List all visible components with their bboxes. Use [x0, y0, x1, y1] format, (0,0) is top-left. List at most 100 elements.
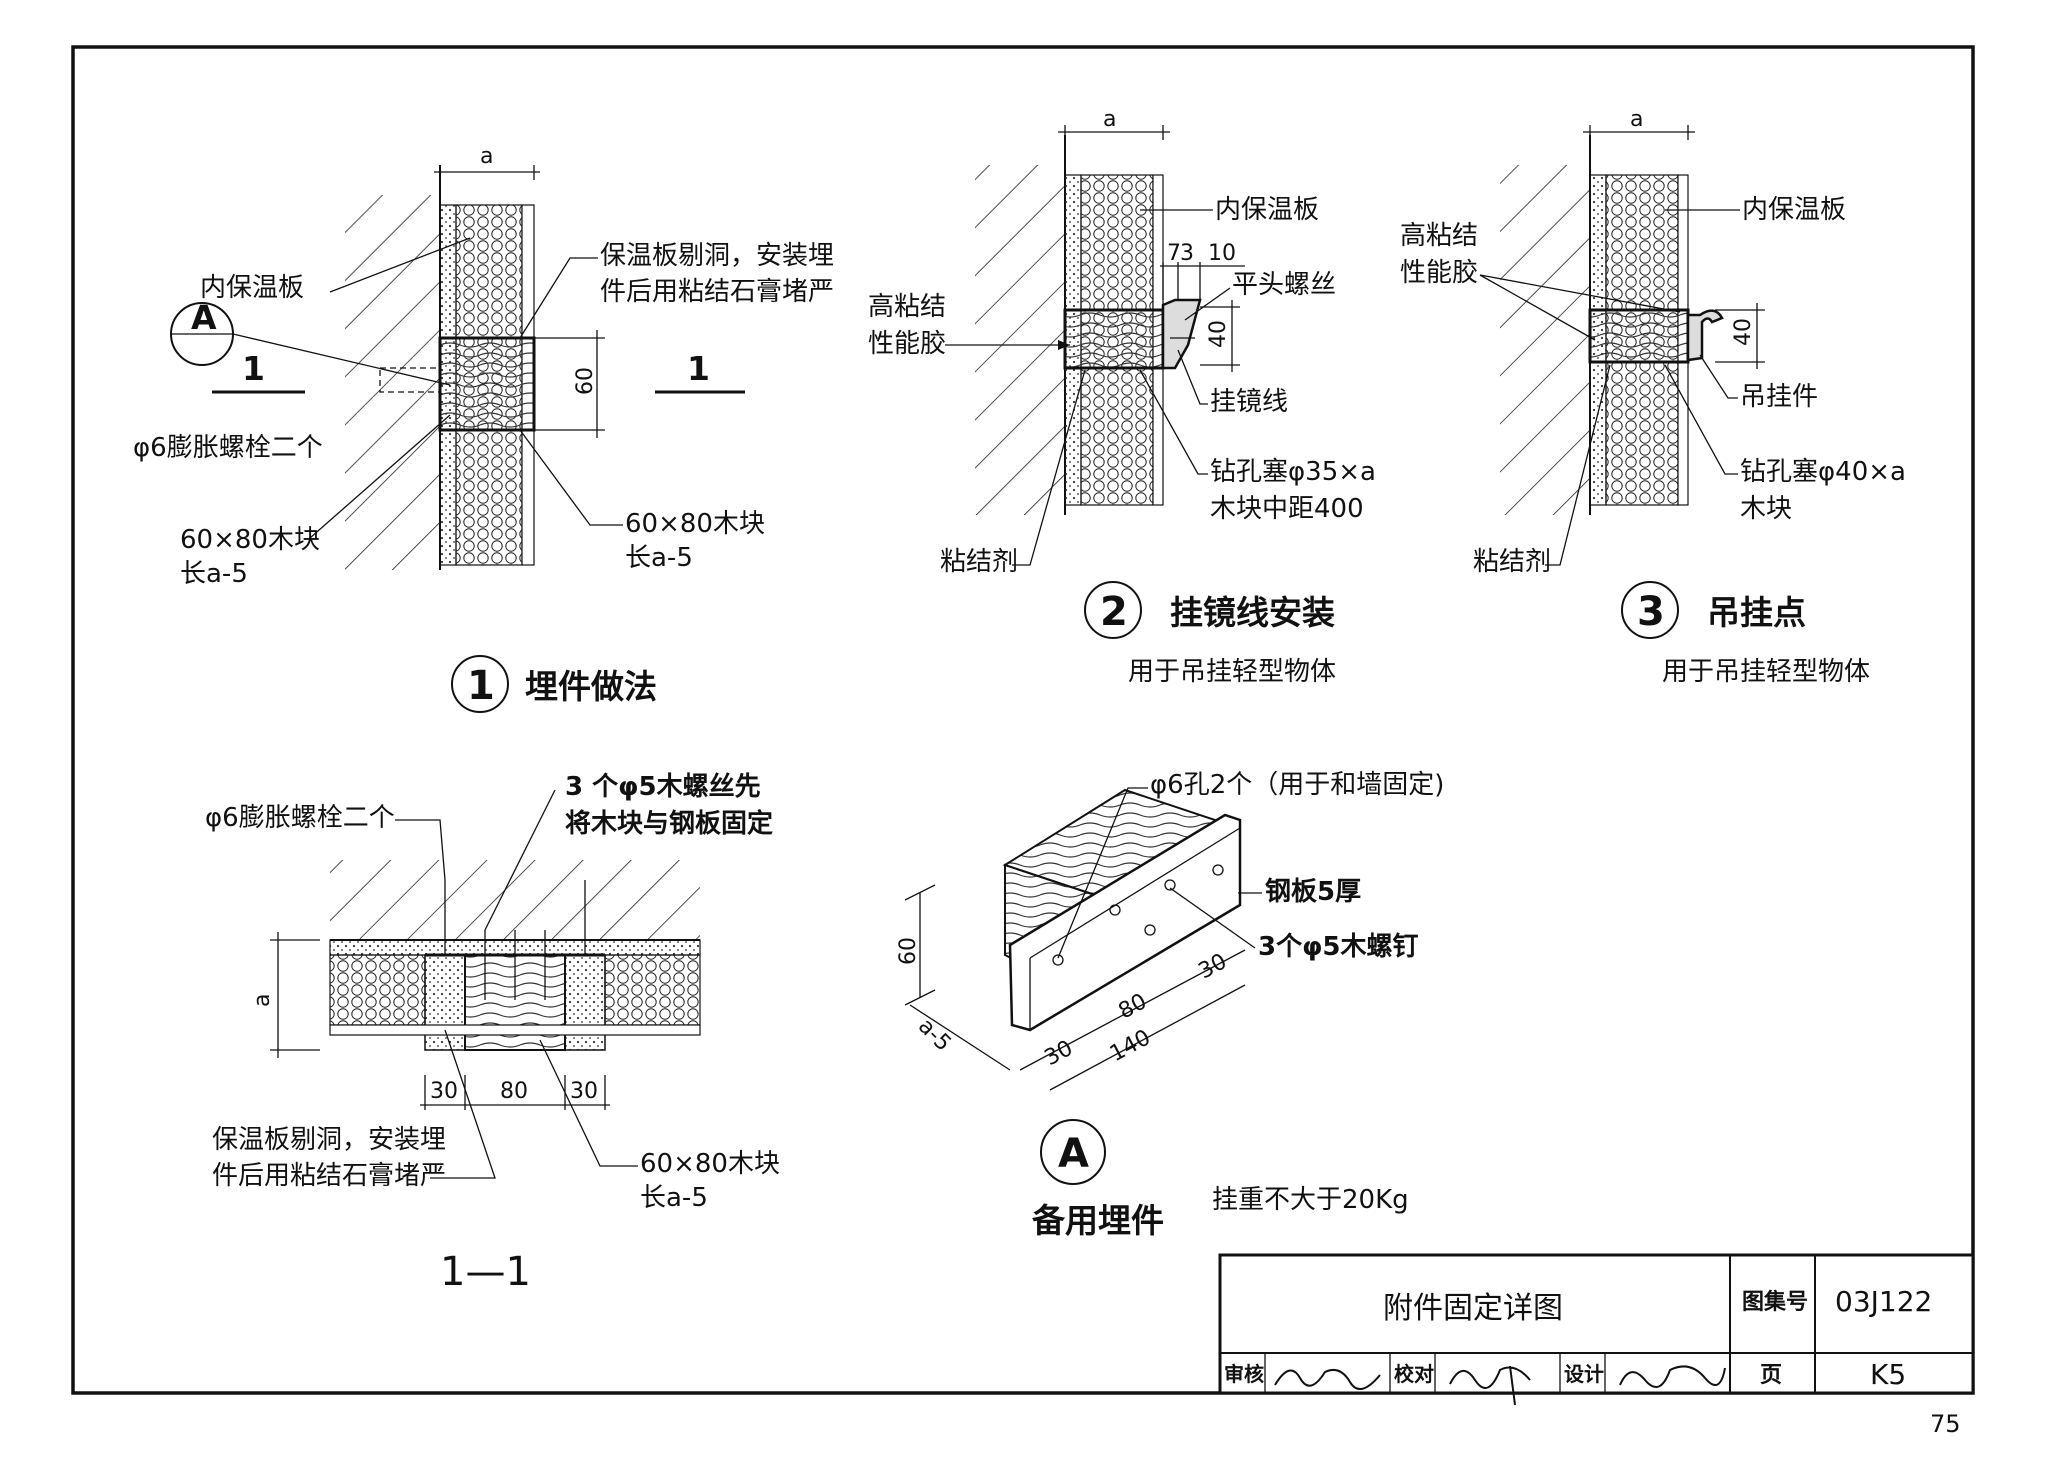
detail-2-mirror-line-label: 挂镜线 — [1210, 387, 1288, 417]
detail-1-section-mark-left: 1 — [242, 349, 265, 388]
detail-2-screw-label: 平头螺丝 — [1232, 270, 1336, 300]
section-insulation-right — [604, 954, 701, 1026]
detail-a-dim-30b: 30 — [1195, 949, 1231, 984]
section-block-label-1: 60×80木块 — [640, 1149, 780, 1179]
detail-a-dim-80: 80 — [1115, 989, 1151, 1024]
detail-2-plug-label-1: 钻孔塞φ35×a — [1210, 457, 1376, 487]
section-screws-label-2: 将木块与钢板固定 — [565, 808, 773, 839]
section-dim-30a: 30 — [430, 1079, 458, 1104]
section-concrete-wall — [330, 860, 700, 940]
title-block-atlas-label: 图集号 — [1742, 1289, 1808, 1315]
title-block-review-label: 审核 — [1224, 1362, 1264, 1386]
detail-3-glue-label-2: 性能胶 — [1400, 258, 1478, 288]
detail-2-number-circle — [1084, 581, 1142, 639]
detail-a-screws-label: 3个φ5木螺钉 — [1258, 932, 1419, 962]
detail-a-dim-30a: 30 — [1041, 1036, 1077, 1071]
detail-2-dim-a: a — [1103, 107, 1116, 132]
sheet-border — [71, 45, 1975, 1395]
detail-a-spare-part: 60 a-5 30 80 30 140 φ6孔2个（用于和墙固定) 钢板5厚 3… — [896, 770, 1444, 1240]
detail-2-concrete-wall — [975, 165, 1065, 515]
detail-a-dim-a5: a-5 — [913, 1014, 956, 1057]
section-bolts-label: φ6膨胀螺栓二个 — [205, 803, 395, 833]
title-block-drawing-name: 附件固定详图 — [1383, 1291, 1563, 1326]
detail-a-dim-140: 140 — [1106, 1025, 1155, 1067]
detail-3-hanger-label: 吊挂件 — [1740, 382, 1818, 412]
title-block-design-label: 设计 — [1564, 1362, 1604, 1386]
detail-3-number: 3 — [1637, 589, 1665, 635]
section-infill-left — [424, 954, 466, 1051]
detail-2-glue-label-2: 性能胶 — [868, 329, 946, 359]
detail-a-steel-label: 钢板5厚 — [1265, 877, 1361, 907]
detail-2-plug-label-2: 木块中距400 — [1210, 494, 1364, 524]
detail-3-title: 吊挂点 — [1707, 593, 1806, 632]
detail-2-mirror-line: a 7 3 10 40 内保温板 高粘结 性能胶 平头螺丝 挂镜线 钻孔塞φ35… — [868, 107, 1376, 687]
detail-1-block-right-label-1: 60×80木块 — [625, 509, 765, 539]
detail-3-glue-label-1: 高粘结 — [1400, 221, 1478, 251]
detail-1-block-left-label-2: 长a-5 — [180, 559, 248, 589]
detail-2-mirror-line-strip — [1161, 298, 1202, 370]
section-title: 1—1 — [440, 1249, 531, 1295]
detail-1-title: 埋件做法 — [525, 667, 657, 706]
detail-3-wood-plug — [1588, 308, 1690, 364]
title-block-page-label: 页 — [1760, 1363, 1782, 1388]
section-infill-right — [564, 954, 606, 1051]
detail-a-title: 备用埋件 — [1032, 1201, 1164, 1240]
detail-3-plug-label-1: 钻孔塞φ40×a — [1740, 457, 1906, 487]
section-insulation-left — [329, 954, 426, 1026]
detail-1-dim-60: 60 — [573, 367, 598, 395]
detail-a-dim-60: 60 — [896, 937, 921, 965]
detail-2-title: 挂镜线安装 — [1170, 593, 1335, 632]
detail-1-embedded-part: a 60 1 1 A 内保温板 保温板剔洞，安装埋 件后用粘结石膏堵严 φ6膨胀… — [133, 144, 834, 713]
detail-1-block-right-label-2: 长a-5 — [625, 543, 693, 573]
detail-3-hanging-point: a 40 内保温板 高粘结 性能胶 吊挂件 钻孔塞φ40×a 木块 粘结剂 3 … — [1400, 107, 1906, 687]
detail-3-dim-a: a — [1630, 107, 1643, 132]
detail-3-concrete-wall — [1500, 165, 1590, 515]
detail-1-number-circle — [451, 655, 509, 713]
detail-1-dim-a: a — [480, 144, 493, 169]
detail-1-number: 1 — [467, 663, 495, 709]
section-dim-a: a — [250, 994, 275, 1007]
detail-1-concrete-wall — [345, 195, 440, 570]
detail-a-holes-label: φ6孔2个（用于和墙固定) — [1150, 770, 1444, 800]
detail-2-inner-board-label: 内保温板 — [1215, 195, 1319, 225]
detail-1-inner-board-label: 内保温板 — [200, 273, 304, 303]
detail-2-adhesive-label: 粘结剂 — [940, 547, 1018, 577]
detail-a-mark: A — [1058, 1131, 1089, 1177]
title-block-atlas-no: 03J122 — [1835, 1285, 1932, 1318]
title-block-check-label: 校对 — [1394, 1362, 1434, 1386]
detail-3-subtitle: 用于吊挂轻型物体 — [1662, 657, 1870, 687]
detail-2-glue-label-1: 高粘结 — [868, 292, 946, 322]
section-board-hole-label-1: 保温板剔洞，安装埋 — [212, 1125, 446, 1155]
detail-3-inner-board-label: 内保温板 — [1742, 195, 1846, 225]
detail-3-number-circle — [1621, 581, 1679, 639]
detail-2-subtitle: 用于吊挂轻型物体 — [1128, 657, 1336, 687]
detail-2-dim-3: 3 — [1180, 241, 1194, 266]
detail-1-ref-mark: A — [191, 298, 217, 337]
detail-1-bolts-label: φ6膨胀螺栓二个 — [133, 433, 323, 463]
section-dim-30b: 30 — [570, 1079, 598, 1104]
section-board-hole-label-2: 件后用粘结石膏堵严 — [212, 1161, 446, 1191]
detail-2-dim-10: 10 — [1208, 241, 1236, 266]
detail-a-steel-plate — [1008, 813, 1242, 1032]
detail-1-wood-block — [438, 336, 536, 432]
detail-3-dim-40: 40 — [1731, 318, 1756, 346]
detail-a-note: 挂重不大于20Kg — [1212, 1185, 1409, 1215]
detail-1-block-left-label-1: 60×80木块 — [180, 525, 320, 555]
detail-1-section-mark-right: 1 — [687, 349, 710, 388]
detail-3-plug-label-2: 木块 — [1740, 494, 1792, 524]
section-dim-80: 80 — [500, 1079, 528, 1104]
detail-2-number: 2 — [1100, 589, 1128, 635]
reviewer-signature — [1274, 1369, 1381, 1390]
designer-signature — [1619, 1365, 1726, 1389]
section-block-label-2: 长a-5 — [640, 1183, 708, 1213]
detail-3-hanger — [1686, 309, 1724, 362]
detail-3-adhesive-label: 粘结剂 — [1473, 547, 1551, 577]
detail-a-mark-circle — [1040, 1119, 1106, 1185]
detail-2-dim-40: 40 — [1206, 320, 1231, 348]
detail-1-board-hole-label-2: 件后用粘结石膏堵严 — [600, 277, 834, 307]
section-screws-label-1: 3 个φ5木螺丝先 — [565, 772, 761, 802]
detail-1-board-hole-label-1: 保温板剔洞，安装埋 — [600, 241, 834, 271]
detail-2-wood-plug — [1063, 308, 1165, 370]
page-number: 75 — [1930, 1410, 1961, 1438]
